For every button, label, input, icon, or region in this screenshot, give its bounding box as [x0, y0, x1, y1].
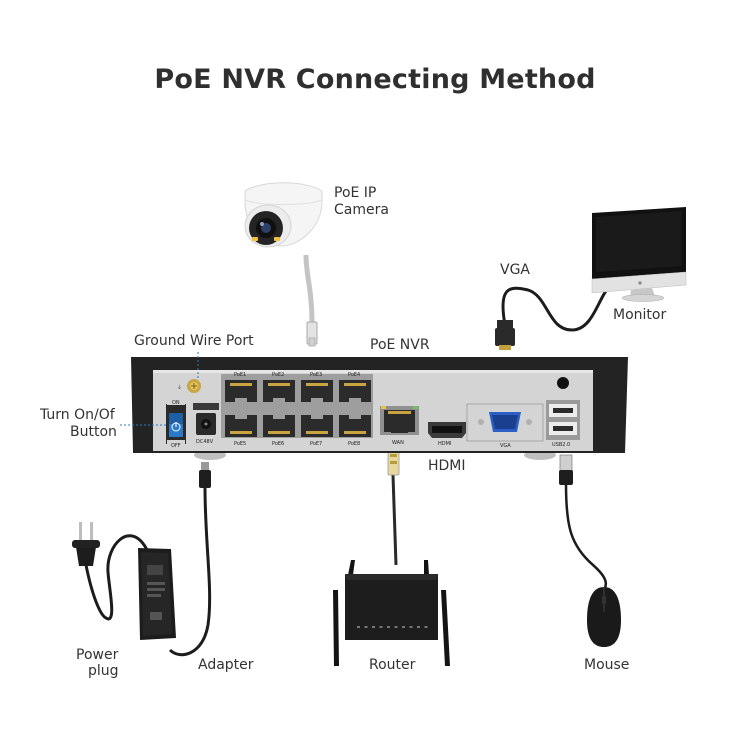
- vga-cable: [501, 286, 610, 332]
- camera-cable: [303, 254, 315, 323]
- switch-on-label: ON: [172, 400, 180, 406]
- mouse: [587, 587, 621, 647]
- dc-plug: [199, 462, 211, 488]
- ground-wire-port-label: Ground Wire Port: [134, 333, 254, 349]
- router-led: [357, 626, 360, 628]
- adapter-dc-cable: [168, 486, 212, 657]
- usb-label: USB2.0: [552, 442, 570, 448]
- dc-power-jack: [193, 403, 219, 435]
- mouse-cable: [564, 483, 608, 591]
- poe-port-label: PoE7: [310, 441, 322, 447]
- wan-port: [380, 406, 419, 435]
- poe-port: [225, 380, 257, 402]
- router-label: Router: [369, 657, 416, 673]
- router-led: [372, 626, 375, 628]
- camera-cable-rj45-plug: [306, 321, 318, 347]
- turn-on-label-line2: Button: [70, 424, 117, 440]
- vga-port-label: VGA: [500, 443, 511, 449]
- ground-screw: ⏚: [177, 379, 201, 393]
- power-plug-label-line2: plug: [88, 663, 119, 679]
- router: [333, 560, 450, 666]
- monitor-label: Monitor: [613, 307, 667, 323]
- usb-ports: [546, 400, 580, 440]
- hdmi-port-label: HDMI: [438, 441, 451, 447]
- poe-port-label: PoE8: [348, 441, 360, 447]
- router-led: [387, 626, 390, 628]
- poe-port-label: PoE1: [234, 372, 246, 378]
- power-plug: [72, 522, 100, 566]
- router-cable-rj45-plug: [387, 449, 400, 476]
- poe-port: [263, 415, 295, 437]
- router-leds: [357, 626, 428, 628]
- router-cable: [391, 474, 398, 566]
- poe-port: [301, 380, 333, 402]
- reset-hole: [557, 377, 569, 389]
- power-switch: [166, 399, 186, 446]
- poe-port: [225, 415, 257, 437]
- vga-port: [466, 403, 544, 442]
- poe-port: [339, 415, 371, 437]
- vga-label: VGA: [500, 262, 531, 278]
- poe-port: [263, 380, 295, 402]
- adapter-label: Adapter: [198, 657, 254, 673]
- power-plug-label-line1: Power: [76, 647, 119, 663]
- power-adapter: [138, 548, 176, 640]
- vga-cable-connector: [495, 320, 515, 350]
- turn-on-label-line1: Turn On/Of: [40, 407, 115, 423]
- router-led: [379, 626, 383, 628]
- usb-plug: [559, 454, 573, 485]
- diagram-title: PoE NVR Connecting Method: [154, 64, 596, 95]
- hdmi-label: HDMI: [428, 458, 466, 474]
- dc-label: DC48V: [196, 439, 214, 445]
- poe-port-label: PoE6: [272, 441, 284, 447]
- svg-text:⏚: ⏚: [177, 384, 182, 391]
- switch-off-label: OFF: [171, 443, 181, 449]
- camera-label-line1: PoE IP: [334, 185, 377, 201]
- poe-nvr-label: PoE NVR: [370, 337, 430, 353]
- poe-port-label: PoE2: [272, 372, 284, 378]
- poe-port-label: PoE5: [234, 441, 246, 447]
- camera-label-line2: Camera: [334, 202, 389, 218]
- poe-ip-camera: [244, 182, 323, 248]
- wan-label: WAN: [392, 440, 404, 446]
- router-led: [417, 626, 420, 628]
- monitor: [591, 207, 687, 302]
- poe-port-label: PoE4: [348, 372, 360, 378]
- poe-port: [301, 415, 333, 437]
- router-led: [409, 626, 413, 628]
- hdmi-port: [428, 422, 466, 438]
- router-led: [364, 626, 368, 628]
- mouse-label: Mouse: [584, 657, 630, 673]
- router-led: [394, 626, 398, 628]
- router-led: [402, 626, 405, 628]
- router-led: [424, 626, 428, 628]
- poe-port-label: PoE3: [310, 372, 322, 378]
- poe-port: [339, 380, 371, 402]
